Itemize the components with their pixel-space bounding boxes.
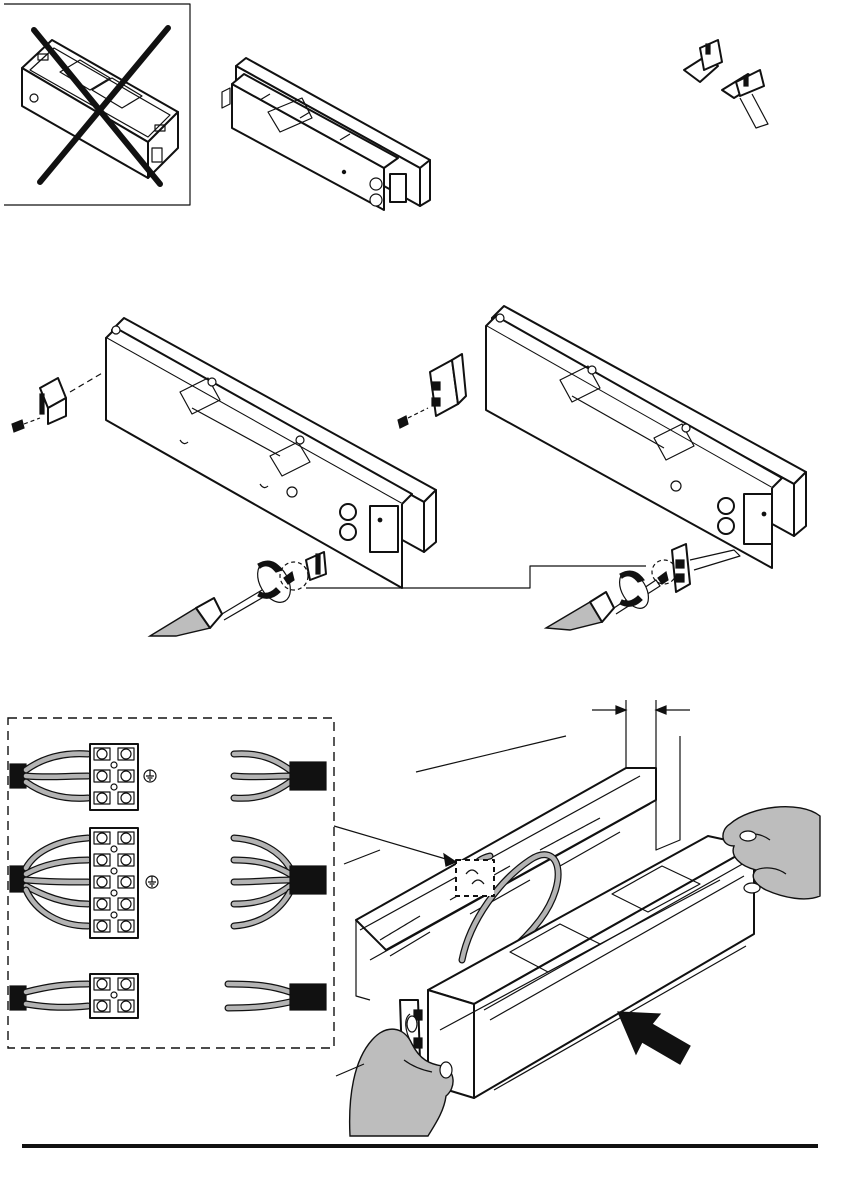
wiring-diagrams-panel [8,718,334,1048]
panel-right-figure [486,306,806,568]
hinge-clip-icon [684,40,768,128]
step-connector-line [306,566,646,588]
ground-symbol-icon [146,876,158,888]
panel-small-figure [222,58,430,210]
wall-installation-figure [334,700,820,1136]
hinge-clip-top-icon [398,354,466,428]
ground-symbol-icon [144,770,156,782]
terminal-block-2 [10,974,326,1018]
wrong-box-figure [4,4,190,205]
panel-left-figure [106,318,436,588]
screwdriver-left-icon [150,552,326,636]
terminal-block-5 [10,828,326,938]
terminal-block-3 [10,744,326,810]
hinge-clip-left-icon [12,372,104,432]
push-arrow-icon [618,1012,690,1064]
screwdriver-right-icon [546,544,740,630]
